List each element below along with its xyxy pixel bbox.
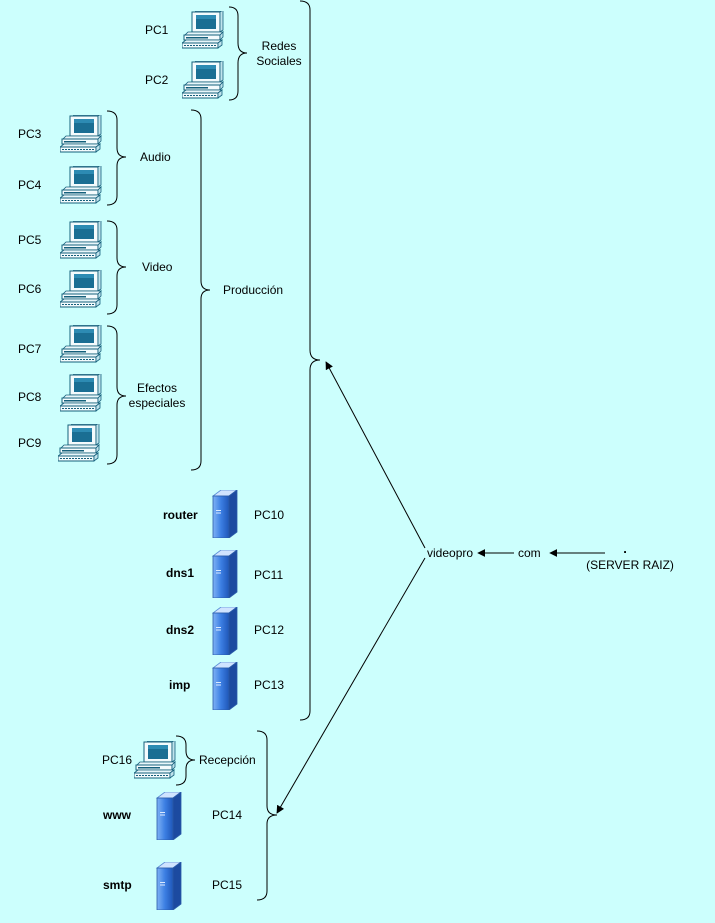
pc15-label: PC15 xyxy=(212,878,243,892)
video-brace xyxy=(106,220,127,315)
pc6-computer-icon xyxy=(60,270,102,308)
dns2-server-icon xyxy=(212,607,238,655)
pc1-label: PC1 xyxy=(145,23,169,37)
pc5-computer-icon xyxy=(60,221,102,259)
pc2-computer-icon xyxy=(182,61,224,99)
router-server-icon xyxy=(212,490,238,538)
pc5-label: PC5 xyxy=(18,233,42,247)
videopro-main-brace xyxy=(299,0,321,721)
recepcion-label: Recepción xyxy=(199,753,256,767)
pc12-label: PC12 xyxy=(254,623,285,637)
pc8-computer-icon xyxy=(60,374,102,412)
pc1-computer-icon xyxy=(182,11,224,49)
pc14-label: PC14 xyxy=(212,808,243,822)
pc11-label: PC11 xyxy=(254,568,284,582)
pc6-label: PC6 xyxy=(18,282,42,296)
produccion-brace xyxy=(190,109,211,471)
www-server-icon xyxy=(156,792,182,840)
redes-sociales-line2: Sociales xyxy=(256,54,302,68)
recepcion-brace xyxy=(175,735,196,786)
produccion-label: Producción xyxy=(223,283,284,297)
videopro-node: videopro xyxy=(427,546,474,560)
dns2-label: dns2 xyxy=(166,623,195,637)
efectos-line1: Efectos xyxy=(136,381,178,395)
pc13-label: PC13 xyxy=(254,678,285,692)
dns1-server-icon xyxy=(212,550,238,598)
pc9-computer-icon xyxy=(58,424,100,462)
audio-brace xyxy=(106,110,127,206)
www-label: www xyxy=(103,808,132,822)
audio-label: Audio xyxy=(140,150,171,164)
pc7-label: PC7 xyxy=(18,342,42,356)
pc8-label: PC8 xyxy=(18,390,42,404)
dns1-label: dns1 xyxy=(166,566,195,580)
smtp-label: smtp xyxy=(103,878,132,892)
redes-sociales-brace xyxy=(228,6,248,101)
root-dot-node: . xyxy=(623,541,627,556)
pc3-computer-icon xyxy=(60,115,102,153)
pc9-label: PC9 xyxy=(18,436,42,450)
pc7-computer-icon xyxy=(60,325,102,363)
pc2-label: PC2 xyxy=(145,73,169,87)
pc16-computer-icon xyxy=(134,741,176,779)
imp-label: imp xyxy=(169,678,191,692)
pc10-label: PC10 xyxy=(254,508,285,522)
imp-server-icon xyxy=(212,662,238,710)
efectos-brace xyxy=(106,325,127,465)
video-label: Video xyxy=(142,260,173,274)
com-node: com xyxy=(518,546,541,560)
arrow-videopro-to-recepcion xyxy=(276,557,426,814)
redes-sociales-line1: Redes xyxy=(261,39,297,53)
router-label: router xyxy=(163,508,198,522)
pc4-computer-icon xyxy=(60,166,102,204)
pc4-label: PC4 xyxy=(18,178,42,192)
efectos-line2: especiales xyxy=(128,396,186,410)
pc3-label: PC3 xyxy=(18,127,42,141)
smtp-server-icon xyxy=(156,862,182,910)
redes-sociales-label: Redes Sociales xyxy=(256,39,301,69)
efectos-especiales-label: Efectos especiales xyxy=(129,381,186,411)
arrow-videopro-to-main xyxy=(325,361,426,549)
server-raiz-label: (SERVER RAIZ) xyxy=(586,558,674,572)
pc16-label: PC16 xyxy=(102,753,133,767)
recepcion-main-brace xyxy=(256,730,278,901)
